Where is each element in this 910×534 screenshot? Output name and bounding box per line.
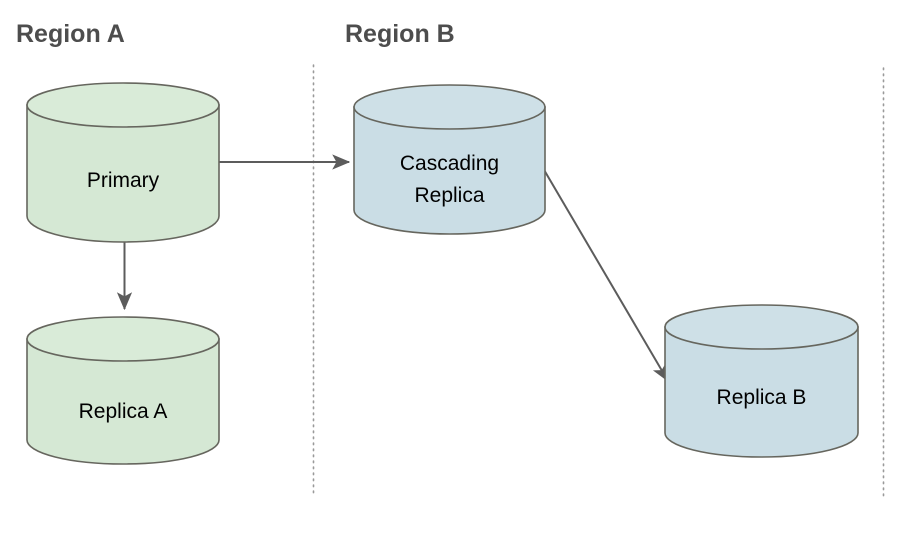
replica-b-label: Replica B	[717, 386, 807, 409]
region-b-heading: Region B	[345, 20, 455, 48]
replica-a-label: Replica A	[79, 400, 168, 423]
cascading-replica-cylinder-top	[353, 84, 546, 130]
replica-b-cylinder-body	[664, 326, 859, 458]
primary-cylinder-body	[26, 104, 220, 243]
replica-b-cylinder-top	[664, 304, 859, 350]
cascading-replica-label-line2: Replica	[414, 184, 484, 207]
primary-cylinder-top	[26, 82, 220, 128]
replica-a-cylinder-top	[26, 316, 220, 362]
node-primary[interactable]: Primary	[26, 82, 220, 243]
cascading-replica-label-line1: Cascading	[400, 152, 499, 175]
region-a-heading: Region A	[16, 20, 125, 48]
node-replica-b[interactable]: Replica B	[664, 304, 859, 458]
edge-cascading-replica-to-replica-b	[539, 162, 669, 383]
primary-label: Primary	[87, 169, 160, 192]
cascading-replica-cylinder-body	[353, 106, 546, 235]
replica-a-cylinder-body	[26, 338, 220, 465]
node-replica-a[interactable]: Replica A	[26, 316, 220, 465]
node-cascading-replica[interactable]: Cascading Replica	[353, 84, 546, 235]
